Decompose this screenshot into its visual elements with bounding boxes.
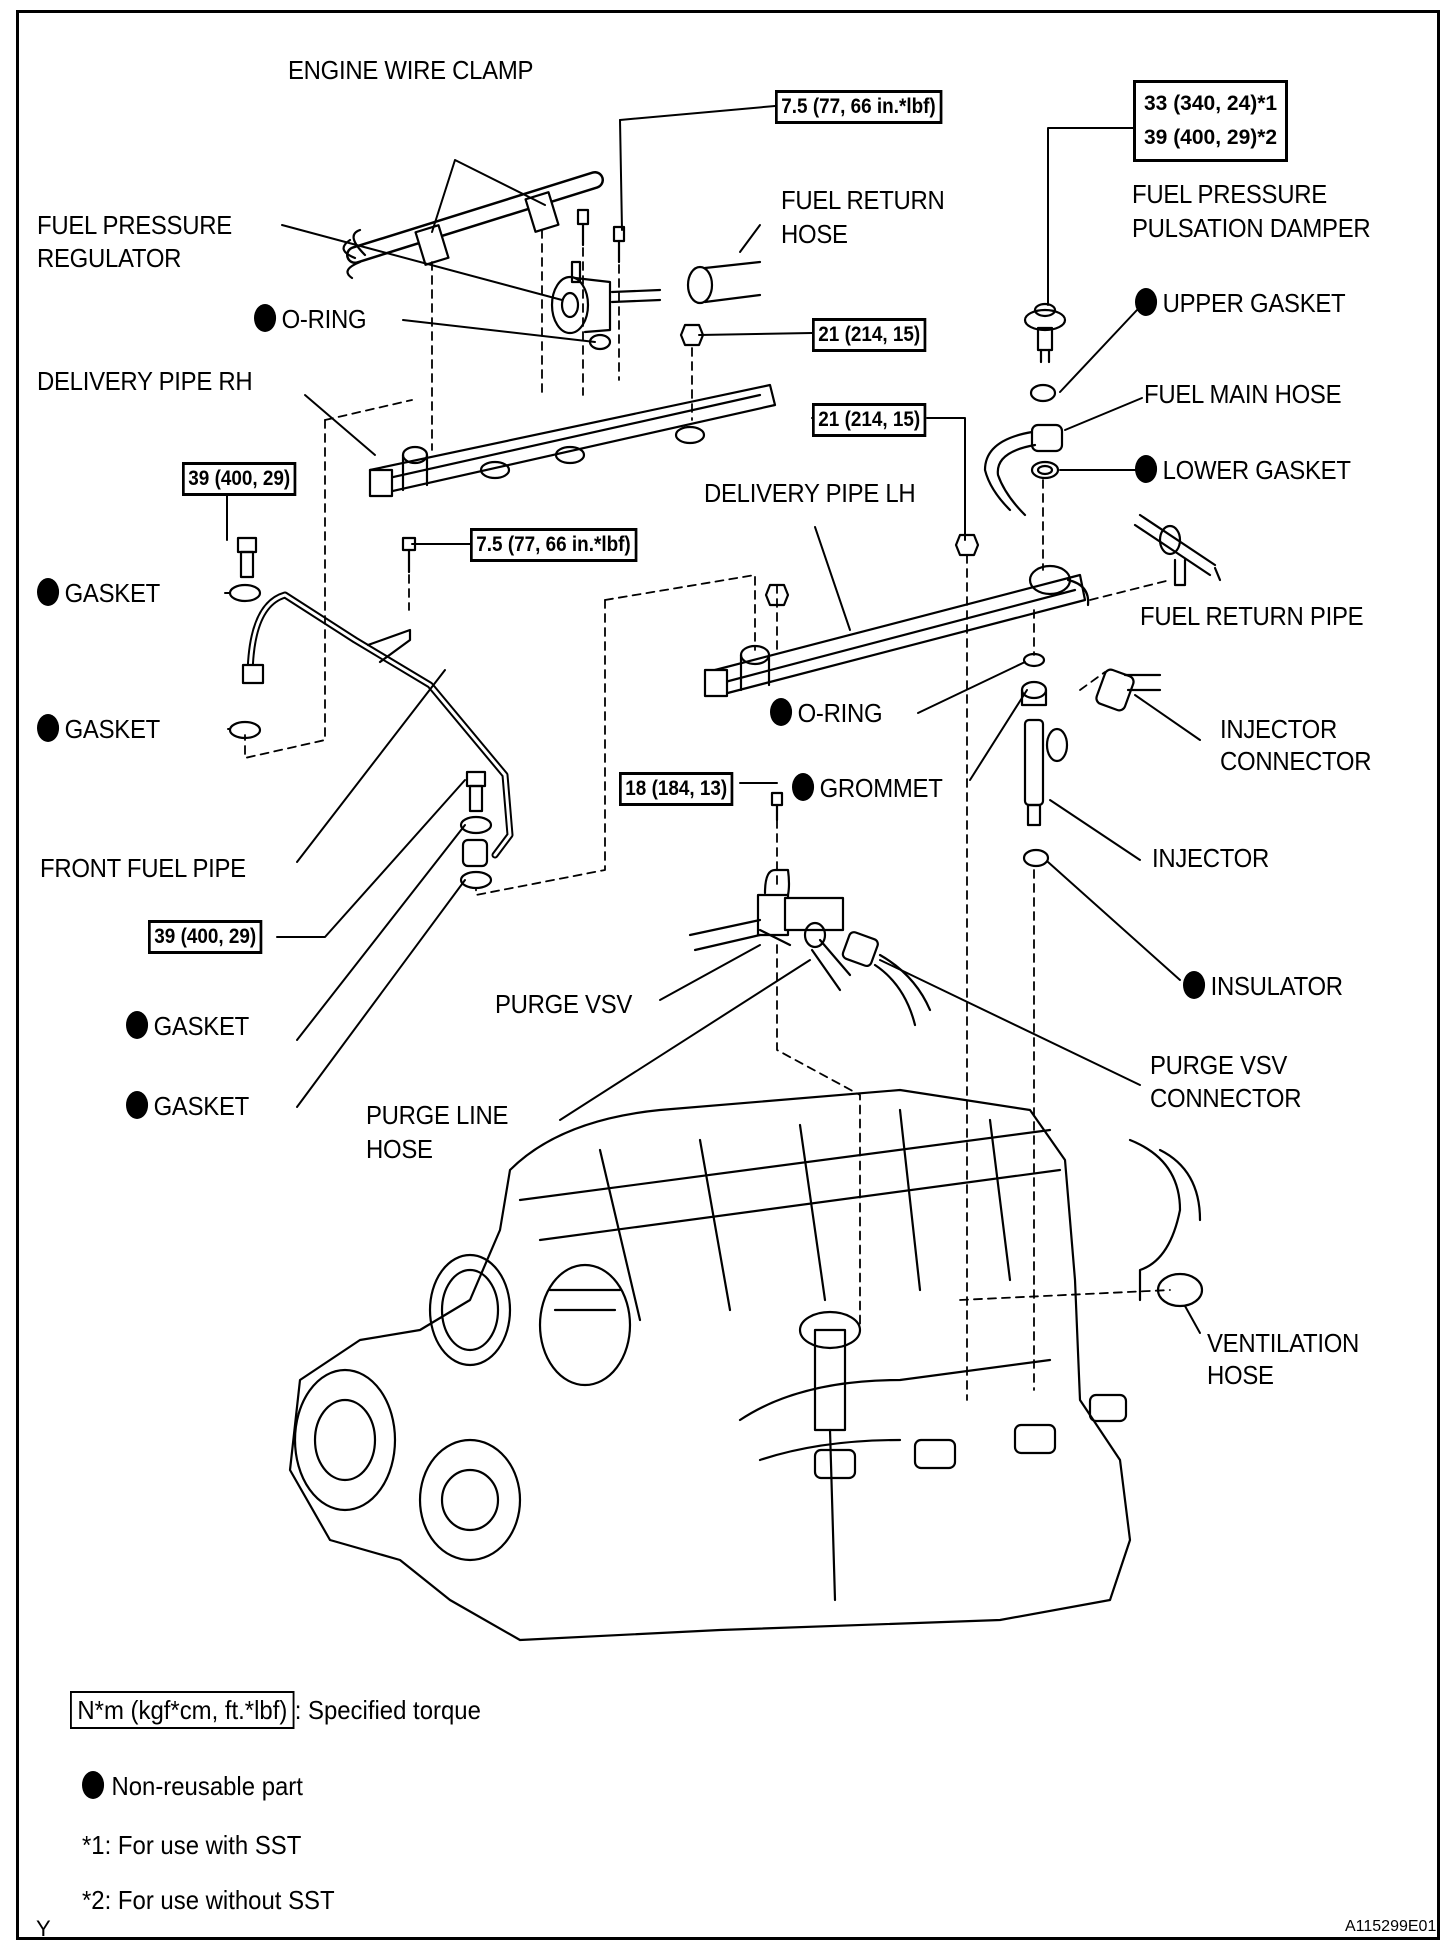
non-reusable-dot-icon — [37, 578, 60, 606]
legend-torque-desc: : Specified torque — [294, 1695, 481, 1725]
nut-part — [679, 323, 705, 347]
label-text: GROMMET — [819, 773, 943, 803]
label-text: O-RING — [281, 304, 367, 334]
injector-connector-part — [1095, 668, 1162, 712]
label-o-ring-top: O-RING — [254, 303, 367, 335]
torque-pulsation-damper: 33 (340, 24)*1 39 (400, 29)*2 — [1133, 80, 1289, 162]
label-delivery-pipe-lh: DELIVERY PIPE LH — [704, 478, 916, 508]
fuel-pressure-regulator-part — [550, 260, 662, 335]
torque-front-pipe-union-rh: 39 (400, 29) — [182, 462, 297, 496]
label-fuel-return-hose-line1: FUEL RETURN — [781, 185, 945, 215]
front-fuel-pipe-part — [228, 536, 514, 890]
label-text: UPPER GASKET — [1162, 288, 1346, 318]
torque-rh-nut: 21 (214, 15) — [812, 318, 927, 352]
purge-vsv-connector-part — [803, 921, 932, 1027]
non-reusable-dot-icon — [1135, 288, 1158, 316]
label-gasket-2: GASKET — [37, 713, 160, 745]
label-purge-line-hose-line1: PURGE LINE — [366, 1100, 509, 1130]
purge-vsv-part — [688, 791, 845, 952]
pulsation-damper-part — [1023, 302, 1067, 480]
label-engine-wire-clamp: ENGINE WIRE CLAMP — [288, 55, 534, 85]
delivery-pipe-rh-part — [368, 383, 777, 498]
label-gasket-3: GASKET — [126, 1010, 249, 1042]
label-ventilation-hose-line1: VENTILATION — [1207, 1328, 1360, 1358]
label-pulsation-damper-line2: PULSATION DAMPER — [1132, 213, 1371, 243]
engine-wire-harness — [342, 159, 604, 280]
label-fuel-return-pipe: FUEL RETURN PIPE — [1140, 601, 1364, 631]
label-fuel-pressure-regulator-line1: FUEL PRESSURE — [37, 210, 232, 240]
legend-torque-unit: N*m (kgf*cm, ft.*lbf) — [70, 1691, 295, 1729]
label-text: GASKET — [64, 714, 161, 744]
torque-regulator-bolt: 7.5 (77, 66 in.*lbf) — [775, 90, 943, 124]
non-reusable-dot-icon — [82, 1771, 105, 1799]
legend-non-reusable: Non-reusable part — [82, 1770, 303, 1802]
legend-note-2: *2: For use without SST — [82, 1885, 335, 1915]
label-text: GASKET — [64, 578, 161, 608]
label-pulsation-damper-line1: FUEL PRESSURE — [1132, 179, 1327, 209]
label-gasket-1: GASKET — [37, 577, 160, 609]
non-reusable-dot-icon — [770, 698, 793, 726]
non-reusable-dot-icon — [126, 1091, 149, 1119]
figure-id: A115299E01 — [1345, 1918, 1437, 1935]
label-delivery-pipe-rh: DELIVERY PIPE RH — [37, 366, 253, 396]
label-injector-connector-line1: INJECTOR — [1220, 714, 1337, 744]
label-purge-line-hose-line2: HOSE — [366, 1134, 433, 1164]
torque-purge-vsv-bolt: 18 (184, 13) — [619, 772, 734, 806]
fuel-return-pipe-part — [1133, 513, 1222, 587]
fuel-return-hose-part — [686, 260, 762, 305]
label-text: GASKET — [153, 1091, 250, 1121]
leader-lines — [224, 105, 1201, 1334]
label-lower-gasket: LOWER GASKET — [1135, 454, 1351, 486]
non-reusable-dot-icon — [1183, 971, 1206, 999]
label-text: GASKET — [153, 1011, 250, 1041]
legend-non-reusable-text: Non-reusable part — [111, 1771, 303, 1801]
non-reusable-dot-icon — [126, 1011, 149, 1039]
non-reusable-dot-icon — [37, 714, 60, 742]
legend-torque: N*m (kgf*cm, ft.*lbf): Specified torque — [70, 1691, 481, 1729]
nut-part — [764, 583, 790, 607]
non-reusable-dot-icon — [254, 304, 277, 332]
label-purge-vsv-connector-line2: CONNECTOR — [1150, 1083, 1302, 1113]
fuel-main-hose-part — [983, 423, 1064, 517]
legend-note-1: *1: For use with SST — [82, 1830, 302, 1860]
regulator-bolts — [576, 208, 626, 264]
label-text: INSULATOR — [1210, 971, 1343, 1001]
nut-part — [954, 533, 980, 557]
label-injector: INJECTOR — [1152, 843, 1269, 873]
corner-mark: Y — [36, 1916, 51, 1941]
label-o-ring-mid: O-RING — [770, 697, 883, 729]
label-purge-vsv: PURGE VSV — [495, 989, 633, 1019]
label-ventilation-hose-line2: HOSE — [1207, 1360, 1274, 1390]
label-gasket-4: GASKET — [126, 1090, 249, 1122]
alignment-lines — [244, 229, 1171, 1401]
torque-lh-nut: 21 (214, 15) — [812, 403, 927, 437]
label-grommet: GROMMET — [792, 772, 943, 804]
label-fuel-return-hose-line2: HOSE — [781, 219, 848, 249]
label-injector-connector-line2: CONNECTOR — [1220, 746, 1372, 776]
non-reusable-dot-icon — [1135, 455, 1158, 483]
label-front-fuel-pipe: FRONT FUEL PIPE — [40, 853, 246, 883]
torque-damper-no-sst: 39 (400, 29)*2 — [1144, 126, 1278, 149]
injector-part — [1020, 652, 1069, 868]
label-upper-gasket: UPPER GASKET — [1135, 287, 1346, 319]
torque-damper-sst: 33 (340, 24)*1 — [1144, 92, 1278, 115]
label-fuel-pressure-regulator-line2: REGULATOR — [37, 243, 182, 273]
label-insulator: INSULATOR — [1183, 970, 1343, 1002]
label-text: O-RING — [797, 698, 883, 728]
torque-front-pipe-union-lh: 39 (400, 29) — [148, 920, 263, 954]
label-purge-vsv-connector-line1: PURGE VSV — [1150, 1050, 1288, 1080]
non-reusable-dot-icon — [792, 773, 815, 801]
label-text: LOWER GASKET — [1162, 455, 1351, 485]
delivery-pipe-lh-part — [703, 564, 1090, 698]
torque-front-pipe-clamp-bolt: 7.5 (77, 66 in.*lbf) — [470, 528, 638, 562]
diagram-frame — [16, 10, 1440, 1940]
engine-intake-manifold — [288, 1088, 1204, 1642]
label-fuel-main-hose: FUEL MAIN HOSE — [1144, 379, 1342, 409]
